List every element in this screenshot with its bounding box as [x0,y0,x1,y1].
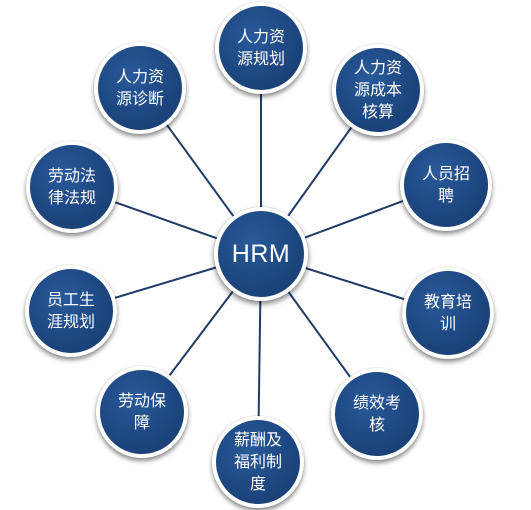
node-recruitment: 人员招聘 [400,139,492,231]
node-training: 教育培训 [402,267,494,359]
node-hr-diagnosis: 人力资源诊断 [94,42,186,134]
node-performance: 绩效考核 [331,368,423,460]
node-label: 薪酬及福利制度 [233,430,282,493]
node-labor-protection: 劳动保障 [96,366,188,458]
node-career-planning: 员工生涯规划 [25,265,117,357]
node-labor-law: 劳动法律法规 [26,141,118,233]
node-label: 劳动保障 [117,391,166,432]
node-label: 绩效考核 [352,393,401,434]
node-label: 人力资源成本核算 [353,58,402,121]
node-hr-cost-accounting: 人力资源成本核算 [332,44,424,136]
node-label: 人力资源规划 [236,27,285,68]
node-label: 人力资源诊断 [115,67,164,108]
node-label: 员工生涯规划 [46,290,95,331]
node-label: 教育培训 [423,292,472,333]
node-label: 劳动法律法规 [47,166,96,207]
hub-hrm: HRM [214,207,308,301]
node-hr-planning: 人力资源规划 [215,2,307,94]
hub-label: HRM [231,239,291,268]
node-label: 人员招聘 [421,164,470,205]
node-compensation: 薪酬及福利制度 [212,416,304,508]
